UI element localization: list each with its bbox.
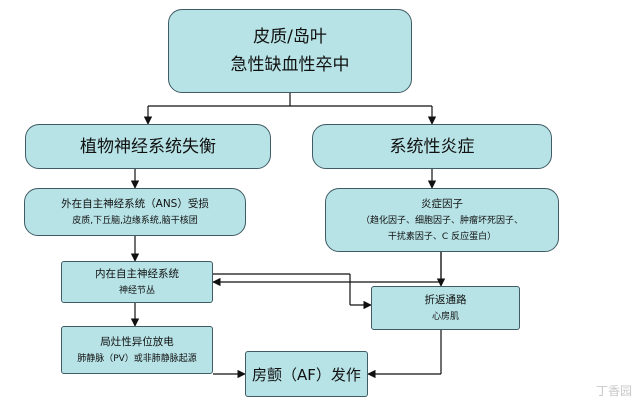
node-detail: 神经节丛 (118, 286, 155, 296)
node-title: 外在自主神经系统（ANS）受损 (61, 198, 209, 210)
node-detail: 肺静脉（PV）或非肺静脉起源 (77, 354, 197, 364)
node-title: 炎症因子 (421, 198, 463, 210)
node-detail: 心房肌 (431, 312, 459, 322)
node-systemic-inflammation: 系统性炎症 (312, 124, 552, 169)
node-intrinsic-ans: 内在自主神经系统 神经节丛 (61, 261, 213, 303)
node-detail-2: 干扰素因子、C 反应蛋白） (387, 232, 497, 242)
node-label: 植物神经系统失衡 (80, 136, 216, 157)
node-reentry-circuit: 折返通路 心房肌 (371, 286, 520, 330)
node-ectopic-discharge: 局灶性异位放电 肺静脉（PV）或非肺静脉起源 (61, 326, 213, 374)
node-cortex-ischemic-stroke: 皮质/岛叶 急性缺血性卒中 (168, 9, 412, 93)
node-detail: （趋化因子、细胞因子、肿瘤坏死因子、 (360, 216, 523, 226)
node-label: 系统性炎症 (389, 136, 475, 157)
node-autonomic-imbalance: 植物神经系统失衡 (25, 124, 271, 169)
node-subtitle: 急性缺血性卒中 (230, 55, 350, 75)
node-af-onset: 房颤（AF）发作 (245, 351, 368, 397)
node-title: 局灶性异位放电 (100, 336, 174, 348)
node-extrinsic-ans: 外在自主神经系统（ANS）受损 皮质,下丘脑,边缘系统,脑干核团 (24, 188, 246, 236)
node-title: 皮质/岛叶 (253, 27, 327, 47)
watermark-logo: 丁香园 (595, 384, 632, 398)
node-inflammatory-factors: 炎症因子 （趋化因子、细胞因子、肿瘤坏死因子、 干扰素因子、C 反应蛋白） (325, 188, 559, 252)
node-detail: 皮质,下丘脑,边缘系统,脑干核团 (72, 216, 198, 226)
node-title: 折返通路 (424, 294, 467, 306)
node-title: 内在自主神经系统 (95, 268, 179, 280)
node-label: 房颤（AF）发作 (252, 365, 361, 384)
